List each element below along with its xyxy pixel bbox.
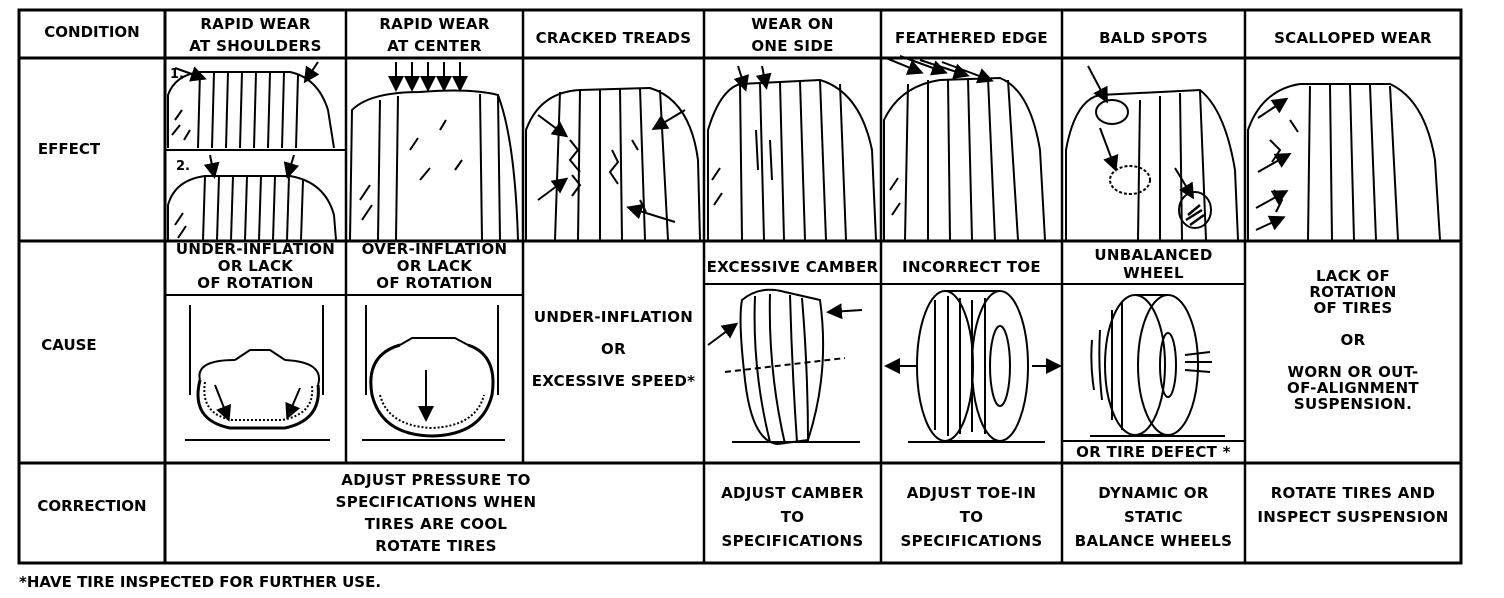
unbalanced-wheel-illustration [1090,294,1225,437]
footnote: *HAVE TIRE INSPECTED FOR FURTHER USE. [19,573,381,591]
row-label-condition: CONDITION [44,23,140,41]
camber-tire-illustration [707,288,863,446]
cause-feathered: INCORRECT TOE [902,258,1041,276]
condition-header: WEAR ON ONE SIDE [751,15,834,55]
tire-shoulder-wear-illustration-2 [167,154,337,241]
correction-camber: ADJUST CAMBER TO SPECIFICATIONS [721,484,864,550]
tire-center-wear-illustration [349,62,519,241]
tire-feathered-edge-illustration [883,55,1046,241]
tire-cracked-treads-illustration [525,86,701,241]
tire-one-side-wear-illustration [707,65,877,241]
effect-marker-1: 1. [170,67,184,82]
condition-header: FEATHERED EDGE [895,29,1048,47]
condition-header: RAPID WEAR AT CENTER [379,15,490,55]
over-inflation-cross-section [362,305,505,441]
cause-scalloped: LACK OF ROTATION OF TIRES OR WORN OR OUT… [1287,267,1419,413]
cause-one-side: EXCESSIVE CAMBER [706,258,879,276]
effect-marker-2: 2. [176,159,190,174]
condition-header: BALD SPOTS [1099,29,1208,47]
under-inflation-cross-section [185,305,330,441]
correction-balance: DYNAMIC OR STATIC BALANCE WHEELS [1074,484,1233,550]
row-label-cause: CAUSE [41,336,97,354]
cause-cracked: UNDER-INFLATION OR EXCESSIVE SPEED* [531,308,696,390]
correction-toe: ADJUST TOE-IN TO SPECIFICATIONS [900,484,1043,550]
cause-center: OVER-INFLATION OR LACK OF ROTATION [361,240,508,292]
row-label-effect: EFFECT [37,140,101,158]
cause-shoulders: UNDER-INFLATION OR LACK OF ROTATION [175,240,336,292]
tire-shoulder-wear-illustration-1 [167,61,335,149]
condition-header: RAPID WEAR AT SHOULDERS [189,15,322,55]
correction-rotate: ROTATE TIRES AND INSPECT SUSPENSION [1257,484,1449,526]
condition-header: CRACKED TREADS [535,29,692,47]
tire-scalloped-wear-illustration [1247,83,1441,241]
row-label-correction: CORRECTION [37,497,147,515]
cause-bald-footer: OR TIRE DEFECT * [1076,443,1231,461]
tire-bald-spots-illustration [1065,65,1239,241]
correction-pressure: ADJUST PRESSURE TO SPECIFICATIONS WHEN T… [335,471,537,555]
condition-header: SCALLOPED WEAR [1274,29,1432,47]
cause-bald: UNBALANCED WHEEL [1094,246,1213,282]
table-border [17,8,1463,565]
toe-tire-illustration [884,290,1062,443]
